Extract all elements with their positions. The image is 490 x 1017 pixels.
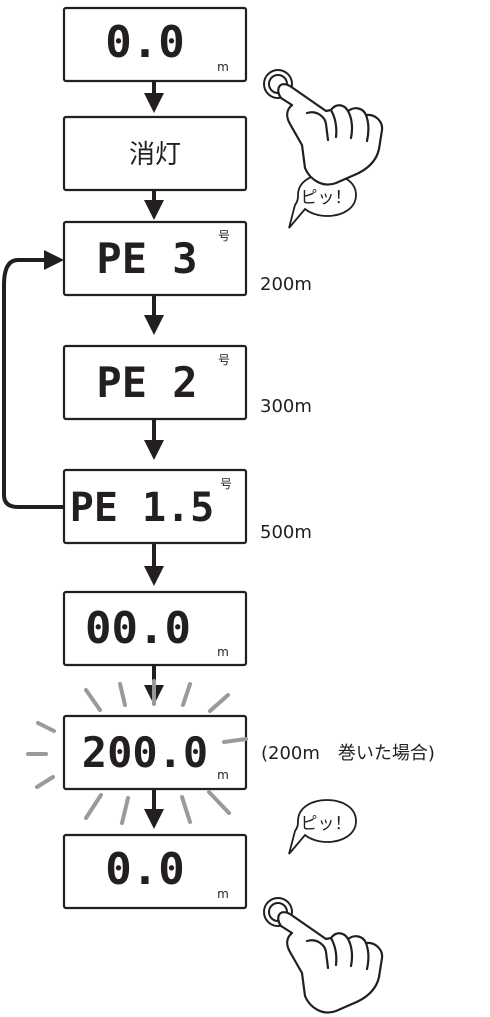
line-length-note: 300m <box>260 396 312 417</box>
display-step-3: PE 3 号 200m <box>62 220 312 297</box>
wound-length-note: (200m 巻いた場合) <box>261 743 435 764</box>
suffix-label: 号 <box>218 353 230 367</box>
display-step-2: 消灯 <box>62 115 248 192</box>
display-step-6: 00.0 m <box>62 590 248 667</box>
display-value: 0.0 <box>105 844 184 895</box>
suffix-label: 号 <box>220 477 232 491</box>
display-step-4: PE 2 号 300m <box>62 344 312 421</box>
display-value: PE 3 <box>96 234 197 283</box>
speech-bubble-icon: ピッ！ <box>288 799 357 855</box>
finger-press-icon <box>263 897 384 1014</box>
display-step-5: PE 1.5 号 500m <box>62 468 312 545</box>
finger-press-icon <box>263 69 384 186</box>
display-value: PE 2 <box>96 358 197 407</box>
display-value: PE 1.5 <box>70 485 215 531</box>
display-value: 0.0 <box>105 17 184 68</box>
display-value: 200.0 <box>82 728 208 777</box>
display-step-8: 0.0 m <box>62 833 248 910</box>
unit-label: m <box>217 768 229 782</box>
beep-text: ピッ！ <box>301 814 352 834</box>
unit-label: m <box>217 60 229 74</box>
line-length-note: 500m <box>260 522 312 543</box>
beep-text: ピッ！ <box>301 188 352 208</box>
display-value: 消灯 <box>129 140 181 170</box>
suffix-label: 号 <box>218 229 230 243</box>
speech-bubble-icon: ピッ！ <box>288 173 357 229</box>
display-value: 00.0 <box>85 603 191 654</box>
unit-label: m <box>217 887 229 901</box>
display-step-7: 200.0 m (200m 巻いた場合) <box>62 714 435 791</box>
line-length-note: 200m <box>260 274 312 295</box>
loop-arrow-icon <box>1 250 64 509</box>
display-step-1: 0.0 m <box>62 6 248 83</box>
unit-label: m <box>217 645 229 659</box>
